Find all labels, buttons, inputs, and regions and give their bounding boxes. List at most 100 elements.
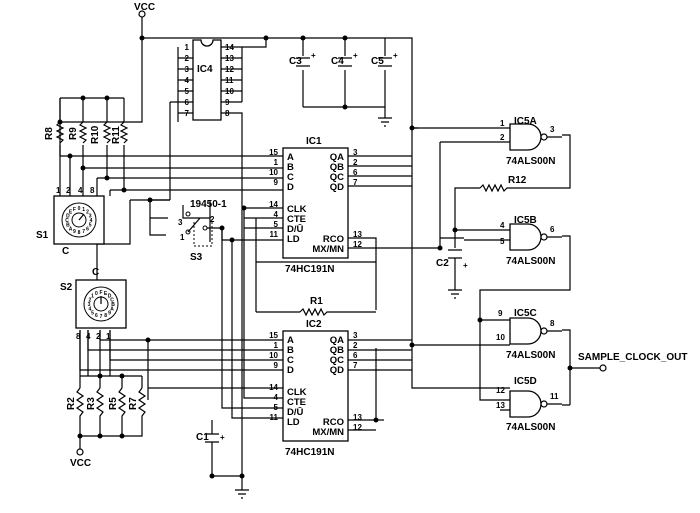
vcc-top-terminal: VCC (134, 2, 155, 18)
s2-dial-digit-F: F (99, 290, 102, 296)
s2-dial-digit-7: 7 (100, 314, 103, 320)
s1-dial-digit-3: 3 (89, 213, 92, 219)
ic1-part-label: 74HC191N (285, 264, 334, 275)
ic4-pin-5: 5 (185, 87, 190, 96)
resistor-r10: R10 (90, 121, 112, 144)
s1-dial-digit-6: 6 (86, 227, 89, 233)
ic1-pins-label-d: D (287, 182, 294, 193)
s3-pin-1: 1 (180, 233, 185, 242)
s1-pin-1: 1 (56, 186, 61, 195)
c4-label: C4 (331, 56, 344, 67)
s2-dial-digit-9: 9 (108, 311, 111, 317)
s2-dial-digit-6: 6 (95, 313, 98, 319)
c2-plus: + (463, 261, 468, 270)
resistor-r9: R9 (68, 121, 88, 144)
ic2-pins-label-qd: QD (330, 365, 344, 376)
ground-symbol-c2 (448, 289, 462, 299)
ic4-pin-13: 13 (225, 54, 234, 63)
ic2-pins-label-d: D (287, 365, 294, 376)
resistor-r3: R3 (86, 387, 105, 420)
s1-dial-digit-C: C (65, 218, 69, 224)
ic2-pins-num-2: 2 (353, 341, 358, 350)
s2-pin-4: 4 (86, 332, 91, 341)
ic5a-part: 74ALS00N (506, 156, 555, 167)
s2-dial-digit-D: D (108, 294, 112, 300)
resistor-r5: R5 (108, 387, 127, 420)
s2-dial-digit-C: C (110, 297, 114, 303)
s1-dial-digit-8: 8 (78, 230, 81, 236)
ic2-pins-label-qb: QB (330, 345, 344, 356)
ic1-pins-label-qc: QC (330, 172, 344, 183)
ic4-pin-6: 6 (185, 98, 190, 107)
s2-dial-digit-E: E (104, 291, 108, 297)
ic1-pins-num-13: 13 (353, 230, 362, 239)
s1-pin-4: 4 (78, 186, 83, 195)
s2-dial-digit-A: A (110, 307, 114, 313)
s2-dial-digit-8: 8 (104, 313, 107, 319)
ic1-pins-num-10: 10 (269, 168, 278, 177)
s1-dial-digit-0: 0 (78, 206, 81, 212)
ic2-pins-num-10: 10 (269, 351, 278, 360)
ic4-pin-7: 7 (185, 109, 190, 118)
r9-label: R9 (68, 127, 79, 140)
s1-dial-digit-9: 9 (73, 229, 76, 235)
ic1-label: IC1 (306, 136, 322, 147)
s1-dial-digit-2: 2 (86, 210, 89, 216)
ic4-pin-4: 4 (185, 76, 190, 85)
ic1-pins-label-qd: QD (330, 182, 344, 193)
ic1-pins-num-4: 4 (274, 210, 279, 219)
ic4-pin-14: 14 (225, 43, 234, 52)
s2-dial-digit-5: 5 (91, 311, 94, 317)
ic1-pins-num-1: 1 (274, 158, 279, 167)
s3-pin-3: 3 (178, 218, 183, 227)
ic2-pins-label-qc: QC (330, 355, 344, 366)
r8-label: R8 (44, 127, 55, 140)
capacitor-c4: C4 + (331, 51, 358, 67)
ic2-pins-num-15: 15 (269, 331, 278, 340)
ic2-pins-num-3: 3 (353, 331, 358, 340)
ic1-pins-label-clk: CLK (287, 204, 307, 215)
ic5b-pin-5: 5 (500, 237, 505, 246)
ground-symbol-ic (235, 489, 249, 499)
ic5d-part: 74ALS00N (506, 422, 555, 433)
switch-s3: 19450-1 3 1 2 S3 (178, 199, 227, 263)
ic4-pin-1: 1 (185, 43, 190, 52)
ic1-pins-label-cte: CTE (287, 214, 306, 225)
ic4-pin-11: 11 (225, 76, 234, 85)
ic1-pins-num-9: 9 (274, 178, 279, 187)
nand-gate-ic5c: IC5C 9 10 8 74ALS00N (496, 308, 562, 361)
s3-pin-2: 2 (210, 215, 215, 224)
ic1-pins-num-3: 3 (353, 148, 358, 157)
ic1-pins-num-11: 11 (270, 230, 279, 239)
ic5a-pin-2: 2 (500, 133, 505, 142)
ic2-pins-label-cte: CTE (287, 397, 306, 408)
ic1-pins-label-qa: QA (330, 152, 344, 163)
r12-label: R12 (508, 175, 527, 186)
ic2-pins-label-ld: LD (287, 417, 300, 428)
ic2-pins-num-4: 4 (274, 393, 279, 402)
r11-label: R11 (111, 126, 122, 144)
ic1-pins-label-b: B (287, 162, 294, 173)
ic4-pin-2: 2 (185, 54, 190, 63)
ic2-pins-num-13: 13 (353, 413, 362, 422)
ic1-pins-num-15: 15 (269, 148, 278, 157)
resistor-r11: R11 (111, 121, 129, 144)
ic5c-label: IC5C (514, 308, 537, 319)
ic5c-pin-10: 10 (496, 333, 505, 342)
output-label: SAMPLE_CLOCK_OUT (578, 352, 687, 363)
r7-label: R7 (128, 397, 139, 410)
ic2-pins-label-clk: CLK (287, 387, 307, 398)
nand-gate-ic5a: IC5A 1 2 3 74ALS00N (500, 116, 562, 167)
s2-dial-digit-3: 3 (88, 302, 91, 308)
s1-dial-digit-1: 1 (82, 207, 85, 213)
s1-label: S1 (36, 230, 49, 241)
resistor-r12: R12 (479, 175, 527, 193)
vcc-top-label: VCC (134, 2, 155, 13)
r1-label: R1 (310, 296, 323, 307)
nand-gate-ic5b: IC5B 4 5 6 74ALS00N (500, 215, 562, 267)
ic5a-pin-3: 3 (550, 125, 555, 134)
ic1-pins-label-rco: RCO (323, 234, 344, 245)
